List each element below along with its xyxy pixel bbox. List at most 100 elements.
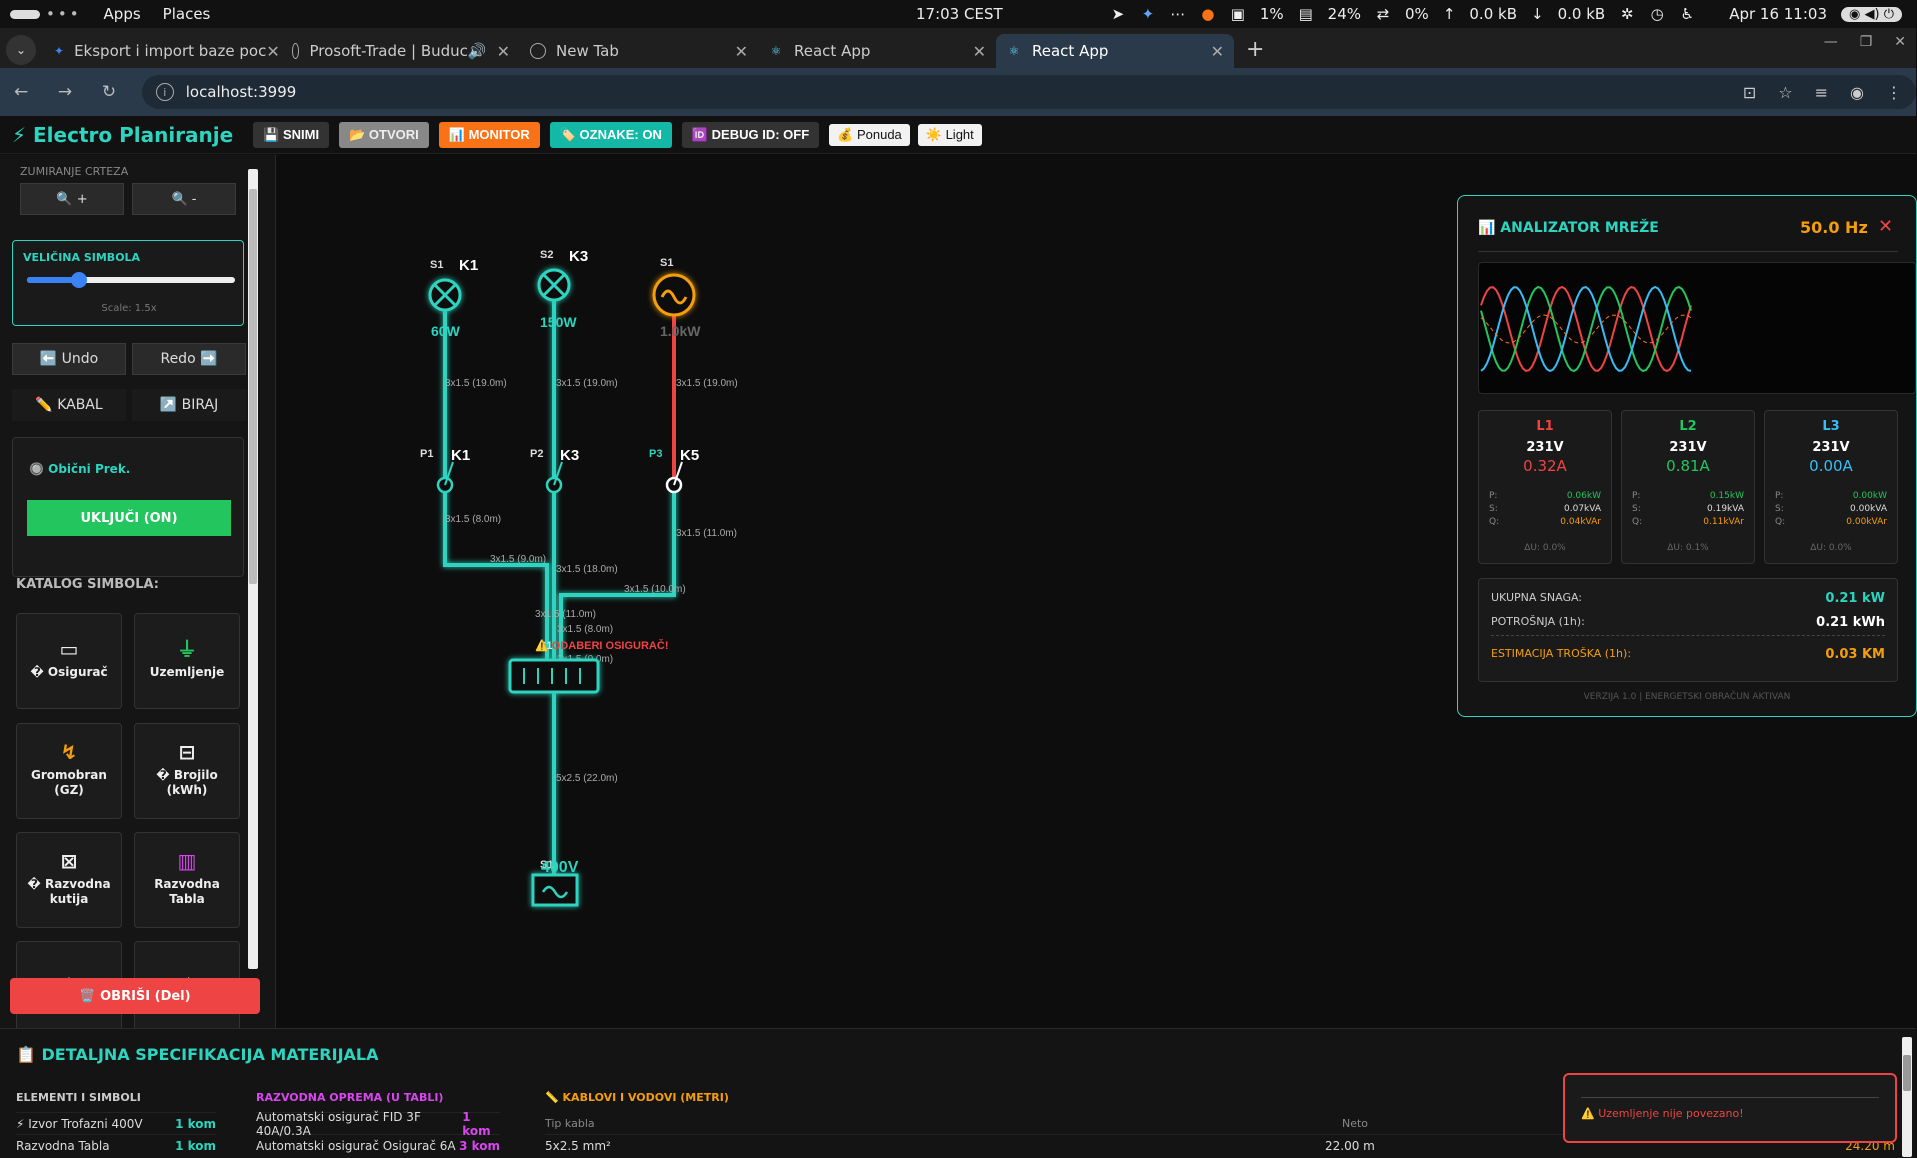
schematic-svg[interactable]: S1 K1 60W S2 K3 150W S1 1.0kW P1 K1 P2 K…: [277, 155, 1457, 1028]
menu-icon[interactable]: ⋮: [1886, 82, 1902, 102]
light-theme-button[interactable]: ☀️ Light: [917, 123, 982, 146]
labels-toggle-button[interactable]: 🏷️ OZNAKE: ON: [549, 121, 672, 148]
tab-react-app-2[interactable]: ⚛ React App ✕: [996, 34, 1234, 68]
net-down-icon: ↓: [1531, 5, 1544, 23]
item-qty: 1 kom: [175, 1116, 216, 1131]
phase-voltage: 231V: [1526, 440, 1564, 455]
media-icon[interactable]: ≡: [1814, 82, 1829, 102]
apps-menu[interactable]: Apps: [103, 5, 141, 23]
audio-icon[interactable]: 🔊: [467, 42, 487, 60]
cable-tool-button[interactable]: ✏️ KABAL: [12, 389, 126, 421]
site-info-icon[interactable]: i: [155, 83, 174, 101]
spec-scrollbar[interactable]: [1902, 1037, 1912, 1157]
close-tab-icon[interactable]: ✕: [1210, 41, 1224, 61]
switch-p3-lever: [673, 461, 683, 486]
distribution-panel[interactable]: [508, 658, 600, 694]
save-button[interactable]: 💾 SNIMI: [253, 121, 330, 148]
net-down: 0.0 kB: [1557, 5, 1606, 23]
sidebar-scrollbar[interactable]: [248, 169, 258, 969]
address-bar[interactable]: i localhost:3999: [141, 75, 1917, 109]
open-button[interactable]: 📂 OTVORI: [339, 121, 429, 148]
lamp-k1[interactable]: [428, 278, 462, 312]
accessibility-icon[interactable]: ♿: [1680, 5, 1694, 23]
ac-source[interactable]: [652, 273, 696, 317]
lamp-k3[interactable]: [537, 268, 571, 302]
timer-icon[interactable]: ◷: [1650, 5, 1664, 23]
panel-box[interactable]: [508, 658, 600, 694]
catalog-item-lightning-rod[interactable]: ↯Gromobran (GZ): [16, 723, 122, 819]
lamp2-circuit-label: K3: [569, 248, 588, 265]
left-sidebar: ZUMIRANJE CRTEZA 🔍 + 🔍 - VELIČINA SIMBOL…: [0, 155, 276, 1037]
redo-button[interactable]: Redo ➡️: [132, 343, 246, 375]
power-icon: ⏻: [1883, 6, 1894, 22]
item-name: Automatski osigurač FID 3F 40A/0.3A: [256, 1109, 421, 1138]
tab-prosoft[interactable]: Prosoft-Trade | Buduc 🔊 ✕: [282, 34, 520, 68]
app-brand: ⚡ Electro Planiranje: [12, 122, 234, 147]
catalog-item-label: Uzemljenje: [149, 665, 225, 679]
new-tab-button[interactable]: +: [1246, 37, 1265, 62]
toast-divider: [1581, 1097, 1879, 1098]
zoom-in-button[interactable]: 🔍 +: [20, 183, 124, 215]
slider-thumb[interactable]: [71, 272, 87, 288]
phase-card-l3: L3 231V 0.00A P:0.00kW S:0.00kVA Q:0.00k…: [1764, 410, 1898, 564]
slider-fill: [27, 277, 79, 283]
phase-current: 0.81A: [1666, 457, 1710, 475]
restore-icon[interactable]: ❐: [1859, 34, 1873, 50]
workspace-indicator[interactable]: [10, 9, 40, 19]
tab-eksport[interactable]: ✦ Eksport i import baze poc ✕: [44, 34, 282, 68]
close-tab-icon[interactable]: ✕: [972, 41, 986, 61]
catalog-item-ground[interactable]: ⏚Uzemljenje: [134, 613, 240, 709]
workspace-dots[interactable]: •••: [46, 5, 82, 23]
close-tab-icon[interactable]: ✕: [266, 41, 280, 61]
profile-icon[interactable]: ◉: [1850, 82, 1864, 102]
close-tab-icon[interactable]: ✕: [496, 41, 510, 61]
status-tray[interactable]: ◉ ◀) ⏻: [1841, 6, 1902, 22]
wires-teal[interactable]: [443, 285, 676, 875]
undo-button[interactable]: ⬅️ Undo: [12, 343, 126, 375]
symbol-size-slider[interactable]: [27, 272, 235, 288]
scrollbar-thumb[interactable]: [249, 189, 257, 584]
sparkle-icon[interactable]: ✦: [1141, 5, 1155, 23]
minimize-icon[interactable]: —: [1823, 34, 1838, 50]
catalog-item-junction-box[interactable]: ⊠� Razvodna kutija: [16, 832, 122, 928]
zoom-out-button[interactable]: 🔍 -: [132, 183, 236, 215]
alert-icon[interactable]: ●: [1201, 5, 1215, 23]
close-window-icon[interactable]: ✕: [1894, 34, 1906, 50]
memory-usage: 24%: [1327, 5, 1362, 23]
tab-new-tab[interactable]: New Tab ✕: [520, 34, 758, 68]
phase-current: 0.00A: [1809, 457, 1853, 475]
catalog-item-distribution-board[interactable]: ▥Razvodna Tabla: [134, 832, 240, 928]
grounding-warning-toast[interactable]: ⚠️ Uzemljenje nije povezano!: [1563, 1073, 1897, 1143]
bookmark-star-icon[interactable]: ☆: [1778, 82, 1793, 102]
browser-tab-strip: ⌄ ✦ Eksport i import baze poc ✕ Prosoft-…: [0, 28, 1916, 68]
delete-button[interactable]: 🗑️ OBRIŠI (Del): [10, 978, 260, 1014]
close-analyzer-icon[interactable]: ✕: [1878, 216, 1894, 237]
scrollbar-thumb[interactable]: [1903, 1055, 1911, 1091]
forward-icon[interactable]: →: [57, 82, 73, 102]
switch-on-button[interactable]: UKLJUČI (ON): [27, 500, 231, 536]
quote-button[interactable]: 💰 Ponuda: [829, 123, 910, 146]
switch-p1-lever: [444, 461, 454, 486]
back-icon[interactable]: ←: [14, 82, 29, 102]
reload-icon[interactable]: ↻: [101, 82, 117, 102]
wire-switch3-panel[interactable]: [559, 485, 676, 660]
places-menu[interactable]: Places: [162, 5, 211, 23]
date-time[interactable]: Apr 16 11:03: [1729, 5, 1827, 23]
catalog-item-fuse[interactable]: ▭� Osigurač: [16, 613, 122, 709]
debug-id-toggle-button[interactable]: 🆔 DEBUG ID: OFF: [681, 121, 820, 148]
close-tab-icon[interactable]: ✕: [734, 41, 748, 61]
lamp1-sensor-label: S1: [430, 259, 443, 271]
wire-switch1-panel[interactable]: [443, 485, 549, 660]
install-icon[interactable]: ⊡: [1742, 82, 1757, 102]
spec-board-column: RAZVODNA OPREMA (U TABLI) Automatski osi…: [256, 1091, 500, 1156]
more-icon[interactable]: ⋯: [1170, 5, 1186, 23]
supply-source-400v[interactable]: [531, 873, 579, 907]
catalog-item-meter[interactable]: ⊟� Brojilo (kWh): [134, 723, 240, 819]
tab-react-app-1[interactable]: ⚛ React App ✕: [758, 34, 996, 68]
tab-search-button[interactable]: ⌄: [6, 35, 36, 65]
select-tool-button[interactable]: ↗️ BIRAJ: [132, 389, 246, 421]
extension-icon[interactable]: ✲: [1620, 5, 1634, 23]
monitor-button[interactable]: 📊 MONITOR: [438, 121, 540, 148]
telegram-icon[interactable]: ➤: [1111, 5, 1125, 23]
tab-title: Prosoft-Trade | Buduc: [309, 42, 468, 60]
